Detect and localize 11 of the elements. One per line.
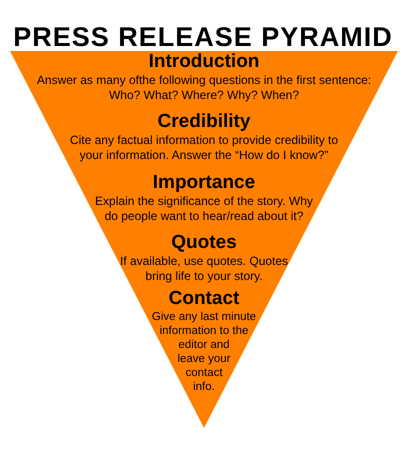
section-description: Answer as many ofthe following questions in the first sentence: Who? What? Where? Why? When? [36,73,372,103]
section-description: If available, use quotes. Quotes bring life to your story. [118,254,290,284]
section-heading: Credibility [158,111,250,133]
section-heading: Contact [168,288,240,310]
section-heading: Importance [152,172,256,194]
section-description: Explain the significance of the story. Why do people want to hear/read about it? [94,194,314,224]
title: PRESS RELEASE PYRAMID [12,22,394,52]
section-description: Give any last minute information to the editor and leave your contact info. [150,310,258,395]
section-heading: Quotes [171,232,237,254]
section-heading: Introduction [148,51,260,73]
section-description: Cite any factual information to provide credibility to your information. Answer the “How do I know?” [68,133,340,163]
